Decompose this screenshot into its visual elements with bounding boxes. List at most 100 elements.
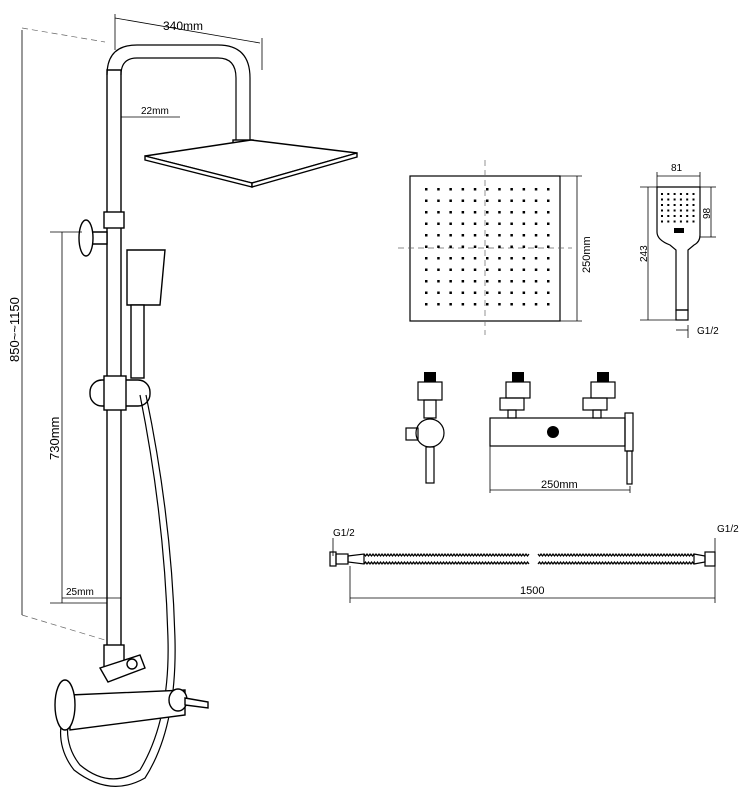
nozzle-dot <box>486 188 489 191</box>
shower-hose: G1/2 G1/2 1500 <box>329 524 739 603</box>
hose-left-fitting <box>335 553 349 565</box>
nozzle-dot <box>510 188 513 191</box>
hand-nozzle-dot <box>679 220 682 223</box>
nozzle-dot <box>486 234 489 237</box>
nozzle-dot <box>486 280 489 283</box>
hand-nozzle-dot <box>661 193 663 195</box>
nozzle-dot <box>449 268 452 271</box>
hand-shower-head <box>126 249 166 306</box>
nozzle-dot <box>461 303 465 306</box>
nozzle-dot <box>486 222 489 225</box>
nozzle-dot <box>498 268 501 271</box>
nozzle-dot <box>461 199 465 202</box>
hand-nozzle-dot <box>686 209 689 212</box>
hand-nozzle-dot <box>679 193 682 195</box>
nozzle-dot <box>449 303 452 306</box>
nozzle-dot <box>486 291 489 294</box>
nozzle-dot <box>547 268 550 271</box>
overhead-arm-inner <box>120 57 237 140</box>
nozzle-dot <box>534 245 538 248</box>
rain-head-top-view: 250mm <box>398 160 593 335</box>
mixer-valve-left-cap <box>54 679 76 731</box>
nozzle-dot <box>547 222 550 225</box>
nozzle-dot <box>510 234 513 237</box>
nozzle-dot <box>449 280 452 283</box>
hand-nozzle-dot <box>673 193 676 195</box>
hose-thread-right-label: G1/2 <box>717 524 739 535</box>
hand-nozzle-dot <box>692 220 695 223</box>
hand-nozzle-dot <box>686 193 689 195</box>
valve-side-body <box>415 418 445 448</box>
nozzle-dot <box>473 303 477 306</box>
dim-pipe-25-label: 25mm <box>66 587 94 598</box>
nozzle-dot <box>425 245 428 248</box>
hand-nozzle-dot <box>679 215 682 217</box>
hand-nozzle-dot <box>679 204 682 206</box>
hand-nozzle-dot <box>686 198 689 201</box>
dim-total-height: 850~~1150 <box>7 27 106 641</box>
hand-nozzle-dot <box>673 220 676 223</box>
valve-inlet-right-nut <box>590 381 616 399</box>
nozzle-dot <box>534 303 538 306</box>
nozzle-dot <box>473 257 477 260</box>
nozzle-dot <box>473 222 477 225</box>
nozzle-dot <box>486 303 489 306</box>
nozzle-dot <box>437 268 440 271</box>
riser-pipe <box>106 69 122 661</box>
dim-head-size-label: 250mm <box>581 236 593 273</box>
dim-total-height-label: 850~~1150 <box>7 297 22 362</box>
dim-hand-head-label: 98 <box>702 207 713 219</box>
nozzle-dot <box>486 199 489 202</box>
nozzle-dot <box>547 257 550 260</box>
nozzle-dot <box>437 234 440 237</box>
hand-nozzle-dot <box>692 209 695 212</box>
nozzle-dot <box>449 245 452 248</box>
nozzle-dot <box>534 291 538 294</box>
hand-nozzle-dot <box>661 215 663 217</box>
nozzle-dot <box>461 222 465 225</box>
valve-inlet-left-elbow <box>499 397 525 411</box>
nozzle-dot <box>534 188 538 191</box>
shower-column <box>54 44 358 787</box>
hand-nozzle-dot <box>673 215 676 217</box>
nozzle-dot <box>522 222 526 225</box>
hose-coil-edge <box>363 561 530 565</box>
valve-inlet-left-nut <box>505 381 531 399</box>
nozzle-dot <box>510 257 513 260</box>
nozzle-dot <box>522 199 526 202</box>
mixer-inlet-nut <box>126 658 138 670</box>
nozzle-dot <box>498 222 501 225</box>
nozzle-dot <box>547 234 550 237</box>
nozzle-dot <box>534 280 538 283</box>
nozzle-dot <box>510 268 513 271</box>
nozzle-dot <box>461 245 465 248</box>
hose-coil-edge <box>537 553 695 557</box>
valve-side-outlet <box>405 427 419 441</box>
nozzle-dot <box>437 211 440 214</box>
valve-side-inlet <box>424 372 436 382</box>
hose-outer <box>66 394 169 780</box>
valve-inlet-right-elbow <box>582 397 608 411</box>
dim-pipe-22-label: 22mm <box>141 106 169 117</box>
valve-front-view: 250mm <box>489 372 634 493</box>
dim-hand-thread-label: G1/2 <box>697 326 719 337</box>
valve-handle <box>626 450 633 485</box>
nozzle-dot <box>534 234 538 237</box>
nozzle-dot <box>534 257 538 260</box>
nozzle-dot <box>498 211 501 214</box>
dim-pipe-22: 22mm <box>121 106 180 118</box>
nozzle-dot <box>425 234 428 237</box>
hose-coil-edge <box>363 553 530 557</box>
nozzle-dot <box>522 188 526 191</box>
nozzle-dot <box>522 211 526 214</box>
nozzle-dot <box>425 199 428 202</box>
overhead-arm-outer <box>106 44 251 140</box>
nozzle-dot <box>425 222 428 225</box>
nozzle-dot <box>522 280 526 283</box>
nozzle-dot <box>425 211 428 214</box>
nozzle-dot <box>522 303 526 306</box>
nozzle-dot <box>437 291 440 294</box>
nozzle-dot <box>522 291 526 294</box>
nozzle-dot <box>473 211 477 214</box>
dim-slide-bar: 730mm <box>47 231 107 604</box>
